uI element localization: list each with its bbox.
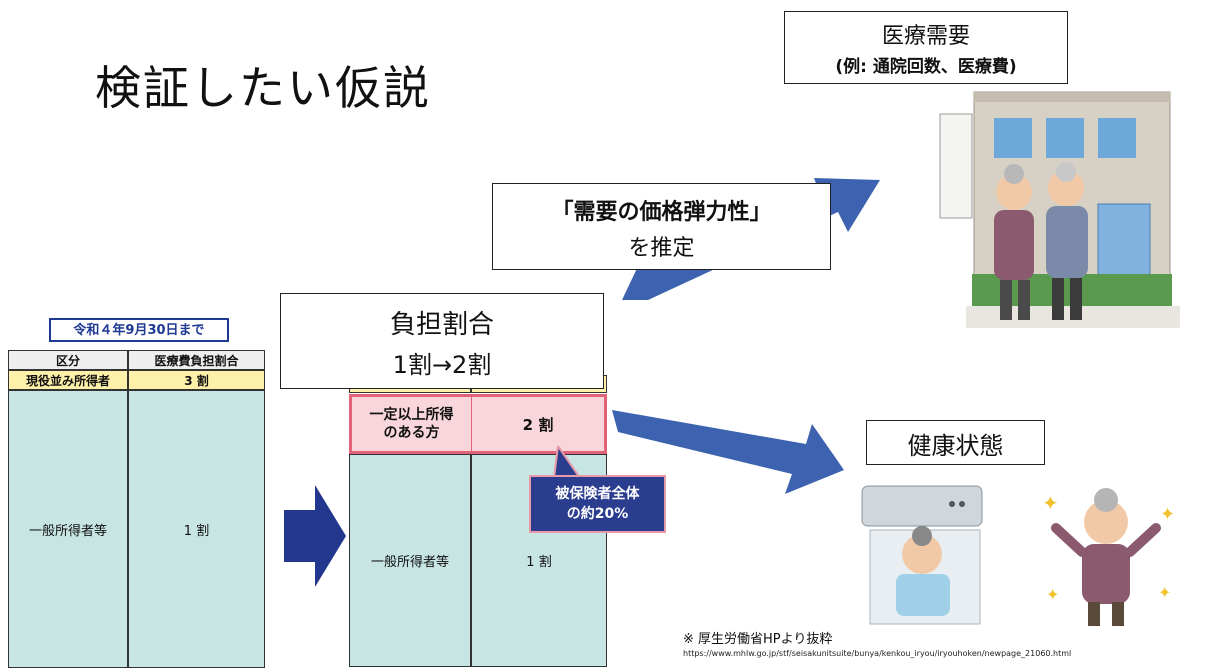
highlight-row: 一定以上所得 のある方 2 割 bbox=[349, 394, 607, 454]
demand-box: 医療需要 (例: 通院回数、医療費) bbox=[784, 11, 1068, 84]
demand-label: 医療需要 bbox=[881, 24, 970, 49]
left-burden-table: 区分 医療費負担割合 現役並み所得者 3 割 一般所得者等 1 割 bbox=[8, 350, 265, 668]
elasticity-box: 「需要の価格弾力性」 を推定 bbox=[492, 183, 831, 270]
hospital-illustration bbox=[939, 91, 1180, 328]
elasticity-label: 「需要の価格弾力性」 bbox=[551, 200, 772, 225]
burden-box: 負担割合 1割→2割 bbox=[280, 293, 604, 389]
row-ratio: 3 割 bbox=[128, 370, 265, 390]
row-ratio: 1 割 bbox=[128, 390, 265, 668]
table-row: 現役並み所得者 3 割 bbox=[8, 370, 265, 390]
burden-change: 1割→2割 bbox=[392, 351, 492, 379]
healthy-elder-illustration: ✦ ✦ ✦ ✦ bbox=[1042, 488, 1175, 626]
source-url[interactable]: https://www.mhlw.go.jp/stf/seisakunitsui… bbox=[683, 649, 1072, 658]
row-category: 現役並み所得者 bbox=[8, 370, 128, 390]
svg-text:✦: ✦ bbox=[1046, 585, 1059, 604]
callout-line2: の約20% bbox=[566, 506, 629, 522]
callout-line1: 被保険者全体 bbox=[555, 486, 640, 502]
svg-text:✦: ✦ bbox=[1158, 583, 1171, 602]
left-table-caption: 令和４年9月30日まで bbox=[49, 318, 229, 342]
source-note: ※ 厚生労働省HPより抜粋 bbox=[683, 632, 833, 647]
table-header-row: 区分 医療費負担割合 bbox=[8, 350, 265, 370]
arrow-to-health bbox=[612, 410, 844, 494]
svg-text:✦: ✦ bbox=[1042, 491, 1059, 515]
header-category: 区分 bbox=[8, 350, 128, 370]
arrow-between-tables bbox=[284, 485, 346, 587]
demand-example: (例: 通院回数、医療費) bbox=[835, 57, 1017, 77]
row-category: 一般所得者等 bbox=[8, 390, 128, 668]
population-callout: 被保険者全体 の約20% bbox=[529, 475, 666, 533]
row-ratio: 2 割 bbox=[522, 415, 554, 434]
sick-patient-illustration bbox=[861, 485, 983, 625]
svg-text:✦: ✦ bbox=[1160, 504, 1175, 525]
row-category: 一定以上所得 のある方 bbox=[352, 397, 472, 451]
table-row: 一般所得者等 1 割 bbox=[8, 390, 265, 668]
health-box: 健康状態 bbox=[866, 420, 1045, 465]
row-category: 一般所得者等 bbox=[349, 454, 471, 667]
slide-title: 検証したい仮説 bbox=[95, 61, 431, 115]
health-label: 健康状態 bbox=[907, 432, 1004, 460]
burden-label: 負担割合 bbox=[389, 310, 494, 340]
header-ratio: 医療費負担割合 bbox=[128, 350, 265, 370]
elasticity-sub: を推定 bbox=[628, 236, 695, 261]
